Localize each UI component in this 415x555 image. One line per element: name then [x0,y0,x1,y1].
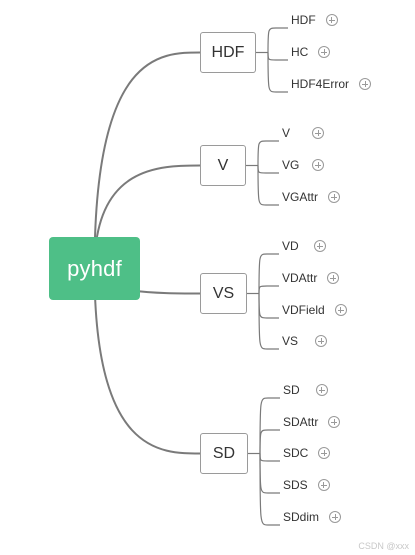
leaf-node-vdattr[interactable]: VDAttr [282,270,340,286]
leaf-connector [258,253,279,294]
plus-circle-icon[interactable] [313,240,326,252]
leaf-node-vg[interactable]: VG [282,157,325,173]
leaf-connector [259,453,280,462]
leaf-label: HC [291,45,309,59]
leaf-connector [258,293,279,319]
watermark: CSDN @xxx [358,541,409,551]
branch-node-label: SD [212,444,236,462]
root-branch-connector [93,164,201,269]
leaf-label: SD [283,383,300,397]
leaf-label: SDS [283,478,308,492]
leaf-node-hc[interactable]: HC [291,44,331,60]
leaf-label: VD [282,239,299,253]
leaf-connector [267,52,288,93]
plus-circle-icon[interactable] [329,511,342,523]
branch-node-hdf[interactable]: HDF [200,32,256,73]
plus-circle-icon[interactable] [328,416,341,428]
leaf-connector [259,429,280,454]
leaf-node-vs[interactable]: VS [282,333,328,349]
leaf-connector [257,140,279,166]
branch-node-label: HDF [211,43,245,61]
leaf-node-sdc[interactable]: SDC [283,445,331,461]
branch-node-label: VS [212,284,235,302]
plus-circle-icon[interactable] [317,479,330,491]
root-branch-connector [93,268,201,455]
root-node-label: pyhdf [67,255,122,281]
leaf-label: V [282,126,291,140]
leaf-node-vd[interactable]: VD [282,238,326,254]
plus-circle-icon[interactable] [315,335,328,347]
plus-circle-icon[interactable] [327,272,340,284]
leaf-node-sd[interactable]: SD [283,382,328,398]
leaf-connector [258,285,279,294]
plus-circle-icon[interactable] [328,191,341,203]
leaf-node-sdattr[interactable]: SDAttr [283,414,341,430]
leaf-connector [259,453,280,526]
plus-circle-icon[interactable] [318,46,331,58]
leaf-node-vdfield[interactable]: VDField [282,302,347,318]
root-node[interactable]: pyhdf [49,237,140,300]
leaf-label: HDF4Error [291,77,350,91]
leaf-label: HDF [291,13,316,27]
plus-circle-icon[interactable] [312,159,325,171]
plus-circle-icon[interactable] [318,447,331,459]
branch-node-sd[interactable]: SD [200,433,248,474]
plus-circle-icon[interactable] [315,384,328,396]
leaf-node-sddim[interactable]: SDdim [283,509,342,525]
plus-circle-icon[interactable] [334,304,347,316]
leaf-connector [257,165,279,174]
plus-circle-icon[interactable] [312,127,325,139]
leaf-connector [259,397,280,454]
branch-node-label: V [217,156,229,174]
leaf-label: VDAttr [282,271,318,285]
leaf-label: VG [282,158,300,172]
root-branch-connector [93,51,201,269]
leaf-node-sds[interactable]: SDS [283,477,330,493]
leaf-node-v[interactable]: V [282,125,325,141]
plus-circle-icon[interactable] [325,14,338,26]
leaf-connector [259,453,280,494]
leaf-label: SDC [283,446,309,460]
leaf-node-hdf[interactable]: HDF [291,12,338,28]
branch-node-vs[interactable]: VS [200,273,247,314]
leaf-connector [258,293,279,350]
branch-node-v[interactable]: V [200,145,246,186]
leaf-node-hdf4error[interactable]: HDF4Error [291,76,372,92]
leaf-label: SDAttr [283,415,319,429]
plus-circle-icon[interactable] [359,78,372,90]
leaf-label: SDdim [283,510,320,524]
leaf-connector [267,27,288,53]
leaf-label: VDField [282,303,325,317]
leaf-connector [257,165,279,206]
leaf-node-vgattr[interactable]: VGAttr [282,189,341,205]
leaf-label: VGAttr [282,190,319,204]
leaf-label: VS [282,334,299,348]
leaf-connector [267,52,288,61]
